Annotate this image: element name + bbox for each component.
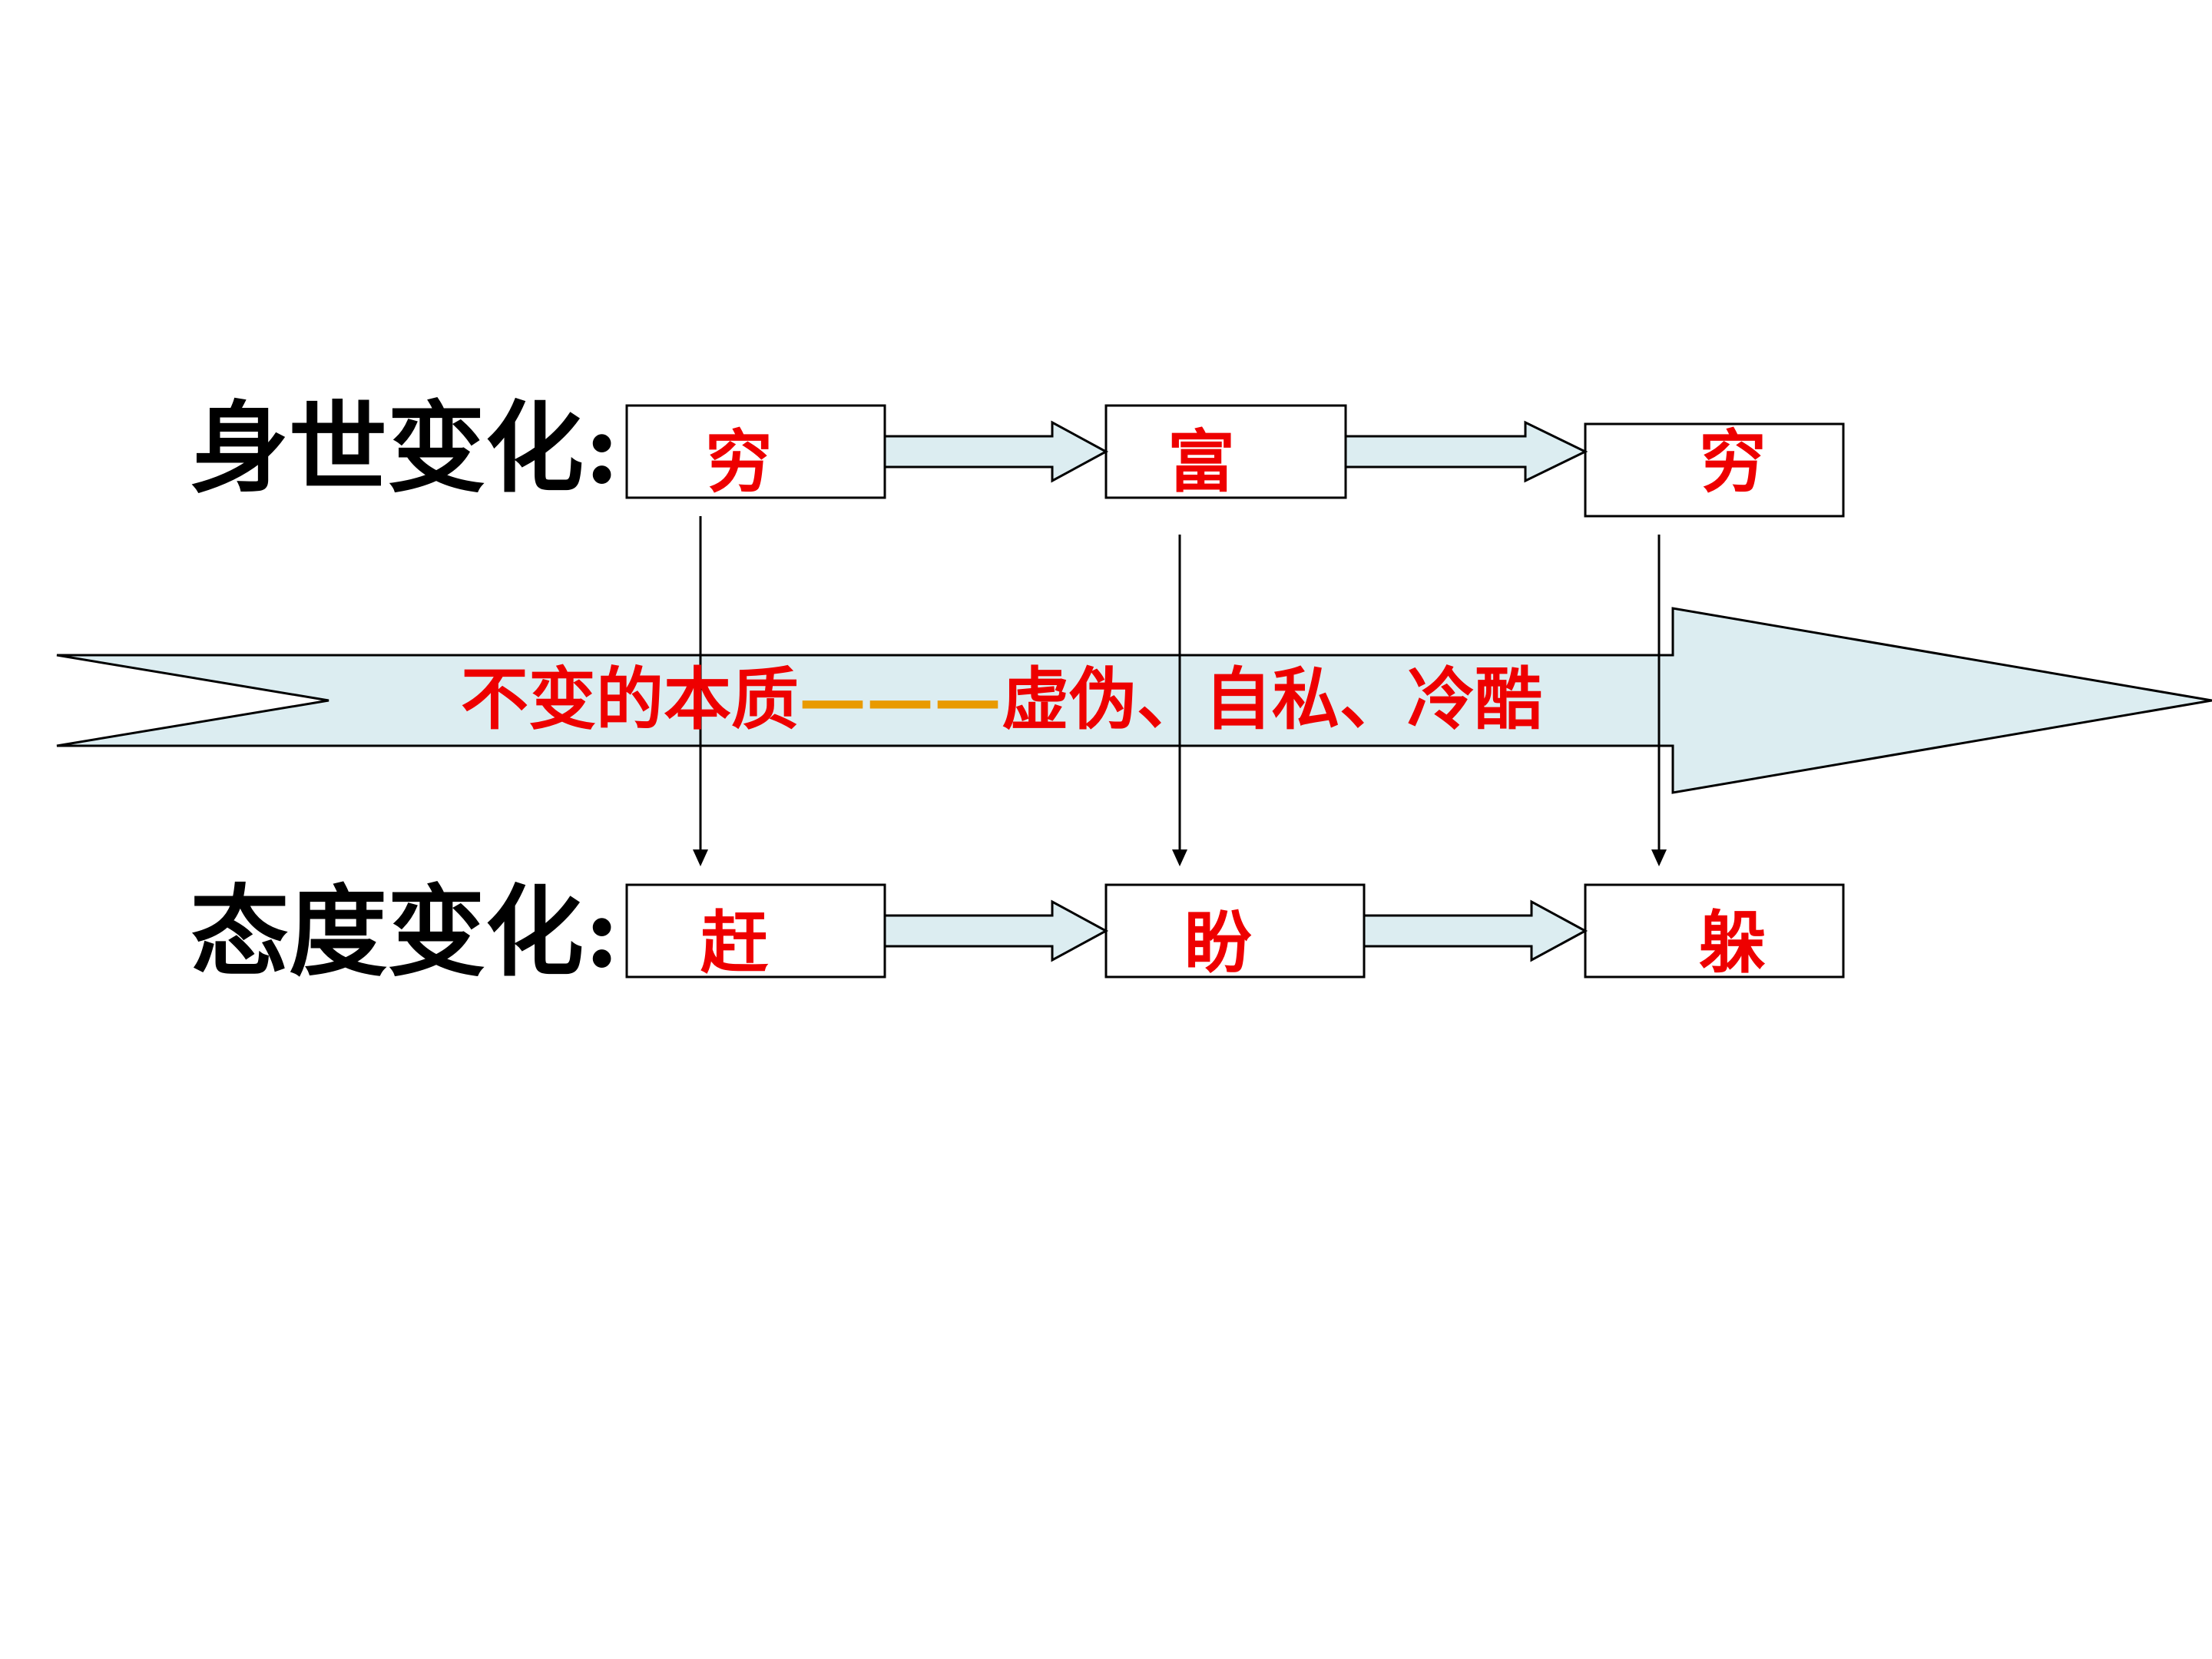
essence-dash: ———: [799, 659, 1002, 739]
status-box-2: [1104, 404, 1347, 499]
link-arrowhead-3: [1651, 849, 1667, 866]
status-node-1: 穷: [705, 422, 773, 502]
attitude-connector-1: [883, 899, 1109, 962]
vertical-arrowheads: [693, 849, 1667, 866]
attitude-box-3: [1584, 883, 1845, 979]
link-arrowhead-2: [1172, 849, 1187, 866]
vertical-links: [699, 516, 1661, 851]
attitude-node-3: 躲: [1699, 902, 1767, 982]
status-box-1: [625, 404, 886, 499]
attitude-node-2: 盼: [1184, 902, 1252, 982]
status-change-label: 身世变化:: [190, 391, 621, 506]
essence-arrow: [56, 607, 2212, 794]
essence-text: 不变的本质———虚伪、自私、冷酷: [461, 665, 1542, 733]
status-connector-1: [883, 420, 1109, 483]
link-arrowhead-1: [693, 849, 708, 866]
attitude-node-1: 赶: [700, 902, 769, 982]
attitude-connector-2: [1363, 899, 1588, 962]
status-box-3: [1584, 422, 1845, 518]
status-connector-2: [1344, 420, 1588, 483]
attitude-change-label: 态度变化:: [190, 875, 621, 990]
status-node-3: 穷: [1699, 422, 1767, 502]
status-node-2: 富: [1167, 422, 1235, 502]
essence-prefix: 不变的本质: [461, 659, 800, 739]
attitude-box-1: [625, 883, 886, 979]
essence-suffix: 虚伪、自私、冷酷: [1002, 659, 1543, 739]
